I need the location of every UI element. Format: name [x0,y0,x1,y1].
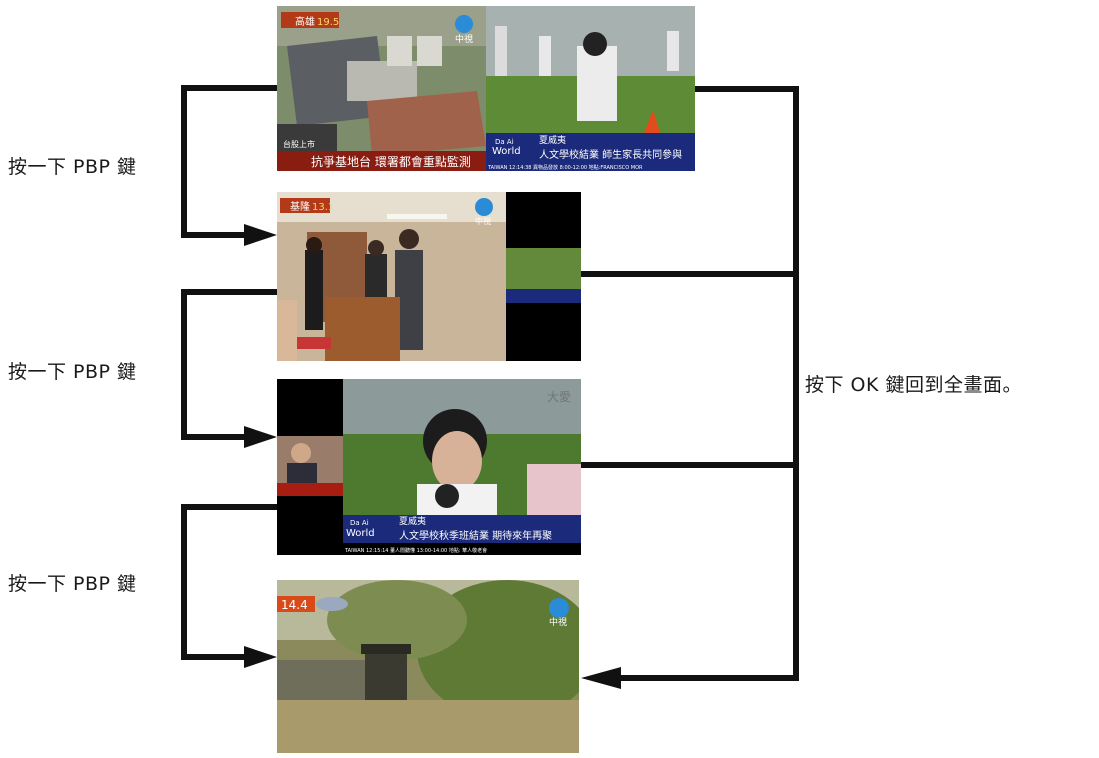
arrow-head-step-1 [244,224,277,246]
frame4-channel: 中視 [549,616,567,628]
step-label-2: 按一下 PBP 鍵 [8,361,137,383]
frame1-channel: 中視 [455,33,473,45]
return-fullscreen-label: 按下 OK 鍵回到全畫面。 [805,374,1022,396]
frame1-right-brand1: Da Ai [495,138,514,146]
frame1-right-ticker: TAIWAN 12:14:38 異物品發放 8:00-12:00 地點:FRAN… [487,164,643,171]
arrow-head-return [581,667,621,689]
frame3-brand2: World [346,528,375,539]
connector-step-3 [181,504,277,660]
frame4-temp: 14.4 [281,598,308,612]
tv-frame-split-screen: 高雄 19.5 中視 台股上市 抗爭基地台 環署都會重點監測 Da Ai Wor… [277,6,695,171]
tv-frame-picture-by-picture-2: 大愛 Da Ai World 夏威夷 人文學校秋季班結業 期待來年再聚 TAIW… [277,379,581,555]
frame2-city: 基隆 [290,200,310,213]
frame1-right-brand2: World [492,146,521,157]
frame2-temp: 13.1 [312,202,334,213]
frame1-right-headline: 人文學校結業 師生家長共同參與 [539,148,682,161]
connector-return-main [620,86,799,681]
frame3-watermark: 大愛 [547,390,571,404]
frame1-ticker: 台股上市 [283,139,315,149]
frame1-left-headline: 抗爭基地台 環署都會重點監測 [311,154,471,169]
frame2-channel: 中視 [475,216,491,226]
frame3-ticker: TAIWAN 12:15:14 董人閒聽懂 13:00-14:00 地點: 華人… [344,547,487,554]
frame3-headline: 人文學校秋季班結業 期待來年再聚 [399,529,552,542]
frame3-brand1: Da Ai [350,519,369,527]
frame3-reporter: 夏威夷 [399,515,426,527]
connector-step-1 [181,85,277,238]
step-label-3: 按一下 PBP 鍵 [8,573,137,595]
step-label-1: 按一下 PBP 鍵 [8,156,137,178]
connector-step-2 [181,289,277,440]
arrow-head-step-3 [244,646,277,668]
frame1-temp: 19.5 [317,17,339,28]
tv-frame-full-screen: 14.4 中視 [277,580,579,753]
tv-frame-picture-by-picture-1: 基隆 13.1 中視 [277,192,581,361]
frame1-right-reporter: 夏威夷 [539,134,566,146]
frame1-city: 高雄 [295,15,315,28]
arrow-head-step-2 [244,426,277,448]
